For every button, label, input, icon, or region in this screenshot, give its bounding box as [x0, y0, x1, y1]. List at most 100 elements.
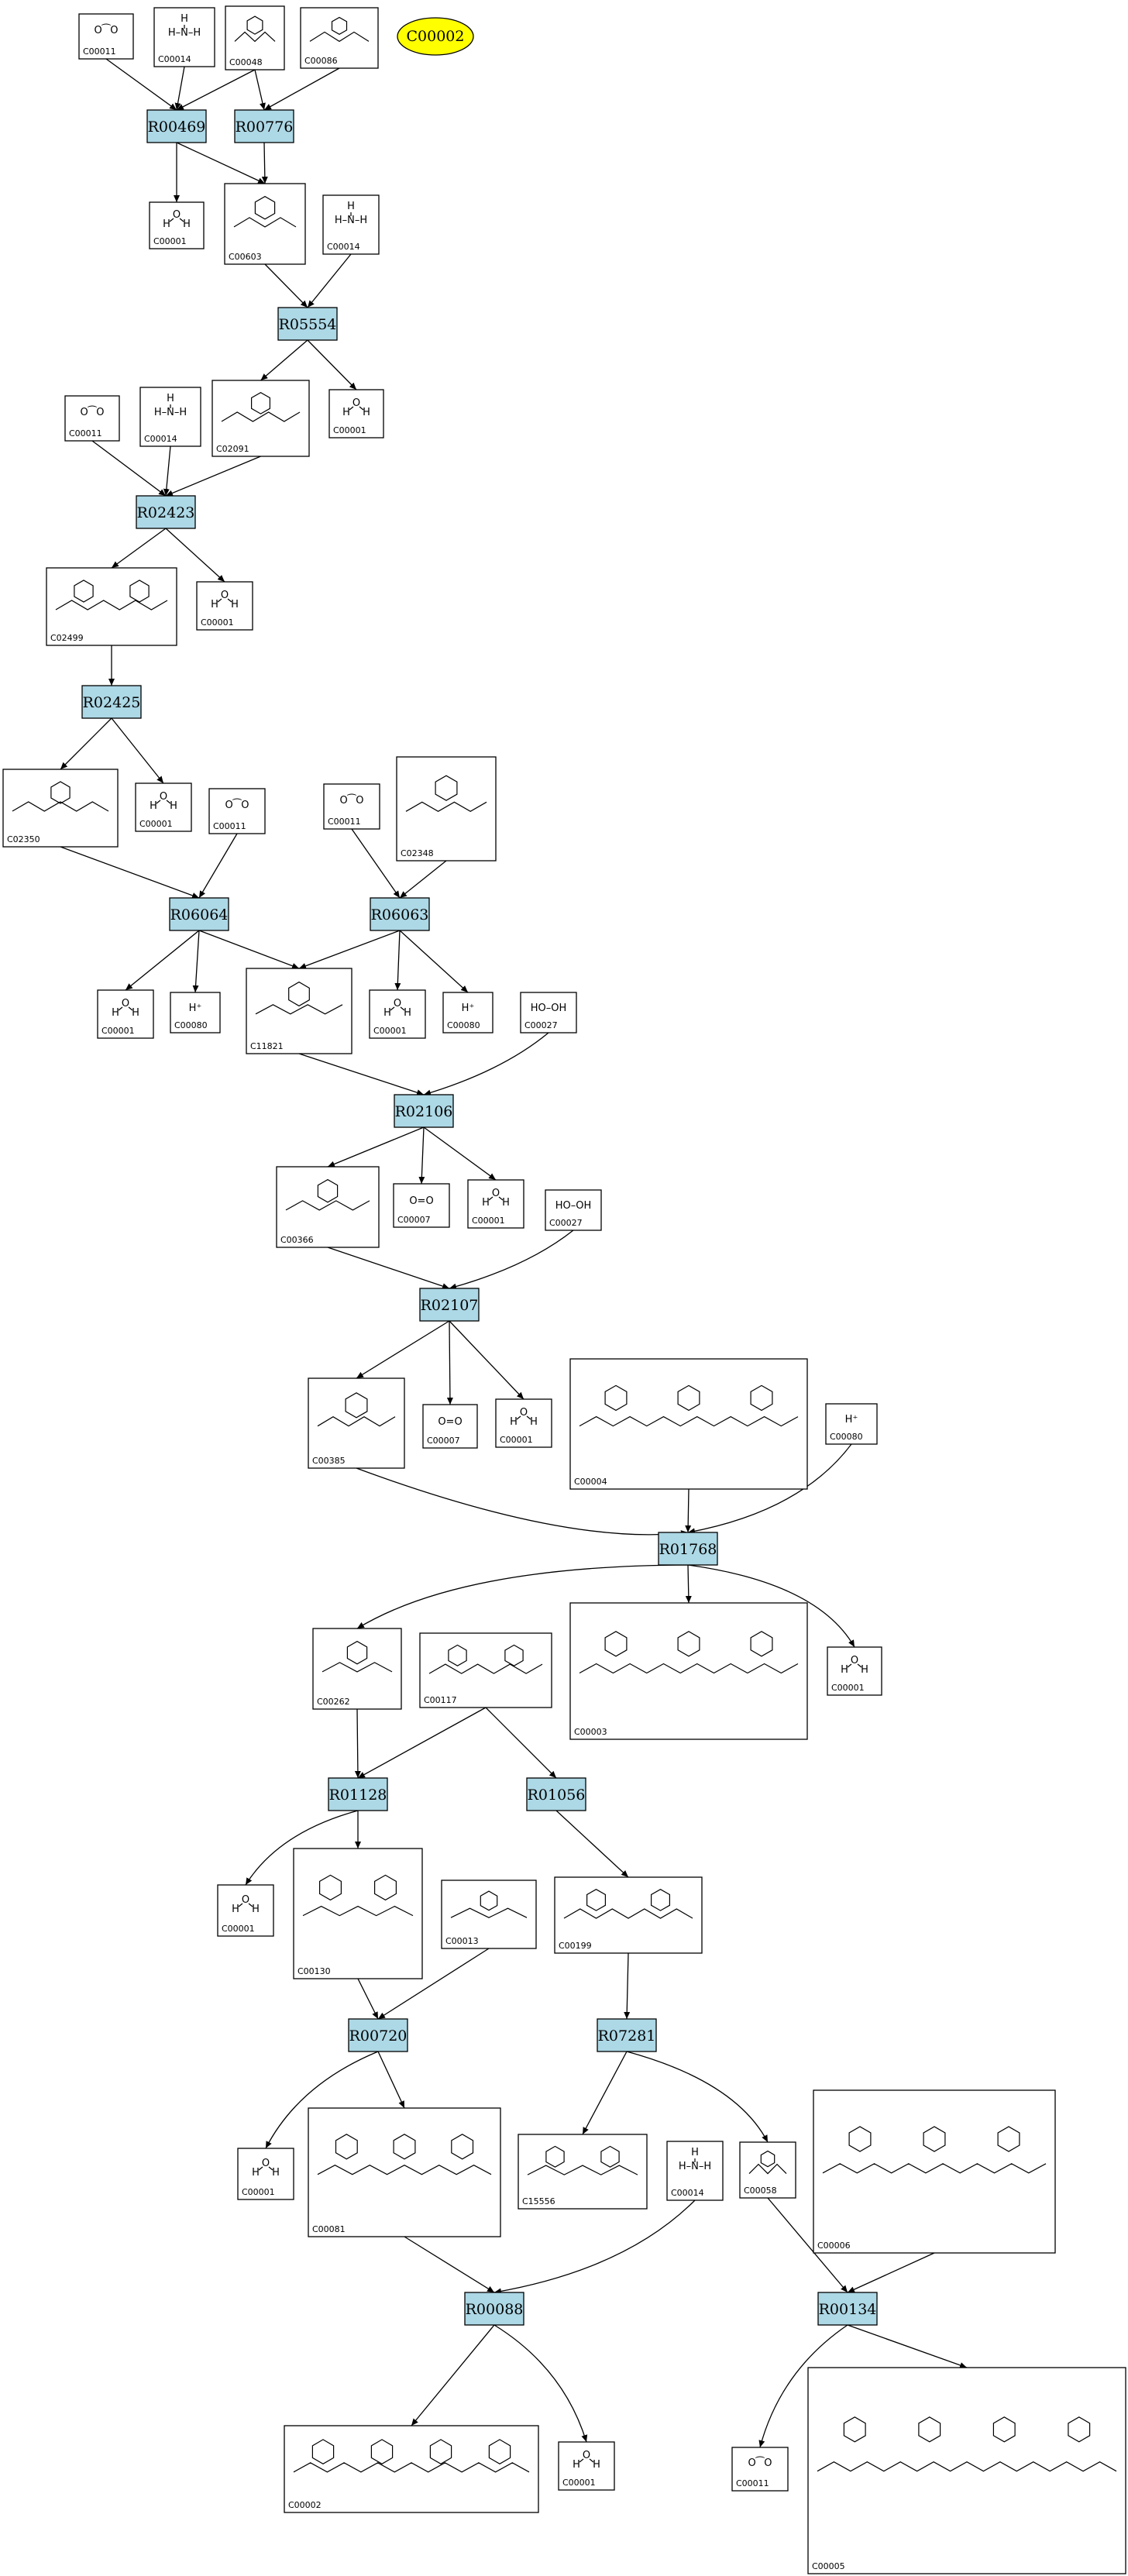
- compound-box[interactable]: [323, 783, 380, 830]
- compound-box[interactable]: [495, 1398, 552, 1448]
- reaction-node[interactable]: R00776: [234, 109, 294, 143]
- compound-node[interactable]: C00058: [739, 2141, 796, 2199]
- compound-box[interactable]: [224, 183, 306, 265]
- reaction-box[interactable]: [419, 1288, 480, 1322]
- compound-box[interactable]: [827, 1646, 882, 1696]
- compound-box[interactable]: [153, 7, 215, 67]
- compound-box[interactable]: [64, 395, 120, 442]
- reaction-box[interactable]: [277, 307, 338, 341]
- reaction-node[interactable]: R06063: [370, 897, 430, 931]
- reaction-node[interactable]: R02107: [419, 1288, 480, 1322]
- compound-node[interactable]: C00048: [225, 5, 285, 71]
- compound-box[interactable]: [467, 1179, 524, 1229]
- compound-node[interactable]: C02348: [396, 756, 497, 862]
- compound-node[interactable]: C00002: [284, 2425, 539, 2513]
- compound-node[interactable]: C00013: [441, 1880, 537, 1949]
- reaction-box[interactable]: [370, 897, 430, 931]
- reaction-node[interactable]: R02423: [136, 495, 196, 529]
- compound-node[interactable]: C15556: [518, 2134, 648, 2210]
- reaction-box[interactable]: [348, 2018, 408, 2052]
- compound-node[interactable]: H⁺C00080: [825, 1403, 878, 1445]
- compound-box[interactable]: [46, 567, 177, 646]
- compound-node[interactable]: C00385: [308, 1377, 405, 1469]
- reaction-box[interactable]: [817, 2292, 878, 2326]
- compound-node[interactable]: H⁺C00080: [442, 992, 494, 1033]
- reaction-box[interactable]: [146, 109, 207, 143]
- compound-box[interactable]: [666, 2141, 724, 2201]
- reaction-node[interactable]: R00469: [146, 109, 207, 143]
- compound-node[interactable]: C00081: [308, 2107, 501, 2237]
- compound-node[interactable]: C00366: [276, 1166, 380, 1248]
- compound-node[interactable]: H⁺C00080: [170, 992, 221, 1033]
- compound-box[interactable]: [520, 992, 577, 1033]
- reaction-node[interactable]: R01056: [526, 1777, 586, 1811]
- compound-box[interactable]: [328, 389, 384, 439]
- reaction-box[interactable]: [169, 897, 229, 931]
- reaction-box[interactable]: [658, 1532, 718, 1566]
- reaction-box[interactable]: [526, 1777, 586, 1811]
- compound-box[interactable]: [545, 1189, 602, 1231]
- highlight-ellipse[interactable]: [397, 17, 474, 56]
- compound-box[interactable]: [208, 788, 266, 834]
- compound-box[interactable]: [97, 989, 154, 1039]
- compound-box[interactable]: [196, 581, 253, 631]
- reaction-box[interactable]: [328, 1777, 388, 1811]
- compound-node[interactable]: C00117: [419, 1632, 552, 1708]
- compound-node[interactable]: C11821: [246, 968, 352, 1054]
- reaction-box[interactable]: [597, 2018, 657, 2052]
- reaction-node[interactable]: R05554: [277, 307, 338, 341]
- compound-box[interactable]: [308, 2107, 501, 2237]
- compound-node[interactable]: C00086: [300, 7, 379, 69]
- compound-node[interactable]: C00199: [554, 1876, 703, 1954]
- reaction-box[interactable]: [394, 1094, 454, 1128]
- reaction-box[interactable]: [136, 495, 196, 529]
- compound-node[interactable]: C02499: [46, 567, 177, 646]
- compound-node[interactable]: C00262: [312, 1628, 402, 1710]
- compound-box[interactable]: [276, 1166, 380, 1248]
- reaction-node[interactable]: R02425: [81, 685, 142, 719]
- reaction-box[interactable]: [464, 2292, 524, 2326]
- compound-box[interactable]: [422, 1404, 478, 1449]
- compound-box[interactable]: [170, 992, 221, 1033]
- highlight-node[interactable]: C00002: [397, 17, 474, 56]
- compound-box[interactable]: [149, 201, 205, 249]
- compound-node[interactable]: C00603: [224, 183, 306, 265]
- reaction-node[interactable]: R00720: [348, 2018, 408, 2052]
- reaction-node[interactable]: R01768: [658, 1532, 718, 1566]
- compound-box[interactable]: [369, 989, 426, 1039]
- compound-box[interactable]: [419, 1632, 552, 1708]
- compound-node[interactable]: C00005: [807, 2367, 1126, 2574]
- reaction-node[interactable]: R00088: [464, 2292, 524, 2326]
- compound-box[interactable]: [825, 1403, 878, 1445]
- reaction-node[interactable]: R00134: [817, 2292, 878, 2326]
- compound-node[interactable]: C02350: [2, 769, 119, 848]
- compound-box[interactable]: [78, 13, 134, 60]
- compound-box[interactable]: [569, 1358, 808, 1490]
- compound-node[interactable]: C00003: [569, 1602, 808, 1740]
- reaction-node[interactable]: R01128: [328, 1777, 388, 1811]
- compound-box[interactable]: [322, 194, 380, 255]
- compound-box[interactable]: [139, 387, 201, 447]
- compound-box[interactable]: [237, 2148, 294, 2200]
- compound-node[interactable]: C00130: [293, 1848, 423, 1979]
